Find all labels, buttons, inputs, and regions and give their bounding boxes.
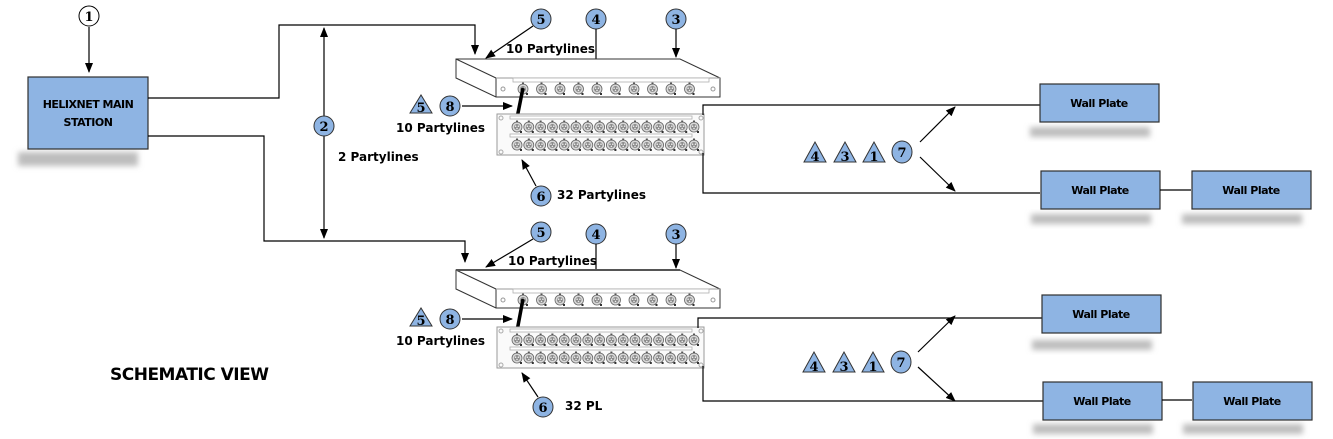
branch-arrow-down (917, 366, 956, 402)
trunk-line-lower (148, 135, 469, 263)
callout-7-label: 7 (896, 356, 905, 371)
wall-plate-3-shadow (1182, 214, 1302, 224)
branch-triangle-3 (832, 350, 856, 373)
output-line-lower (702, 366, 1043, 402)
branch-triangle-4 (802, 350, 826, 373)
patch-panel-32[interactable] (496, 326, 705, 369)
callout-6-circle (530, 185, 552, 207)
callout-5-arrow (485, 238, 534, 268)
callout-2-label: 2 (319, 120, 328, 135)
link-label: 10 Partylines (396, 121, 485, 135)
wall-plate-1-label: Wall Plate (1072, 308, 1130, 321)
output-line-lower (702, 153, 1040, 194)
wall-plate-2-shadow (1033, 424, 1153, 434)
branch-triangle-3-label: 3 (840, 150, 849, 165)
link-triangle-callout (409, 307, 433, 327)
wall-plate-3[interactable] (1191, 170, 1312, 210)
callout-5-label: 5 (536, 13, 545, 28)
wall-plate-1-shadow (1032, 340, 1152, 350)
callout-2-circle (313, 115, 335, 137)
wall-plate-2-label: Wall Plate (1071, 184, 1129, 197)
trunk-lines: 2 2 Partylines (148, 24, 479, 263)
branch-triangle-3-label: 3 (839, 360, 848, 375)
callout-8-circle (439, 308, 461, 330)
system-upper: 5 4 3 10 Partylines 5 8 10 Partylines (396, 8, 1312, 224)
branch-triangle-4-label: 4 (810, 150, 819, 165)
system-lower: 5 4 3 10 Partylines 5 8 10 Partylines (396, 221, 1313, 434)
callout-6-circle (532, 396, 554, 418)
callout-6-label: 6 (536, 190, 545, 205)
trunk-label: 2 Partylines (338, 150, 419, 164)
callout-8-circle (439, 95, 461, 117)
output-line-upper (697, 317, 1042, 328)
trunk-line-upper (148, 24, 479, 99)
patch-cable (515, 87, 525, 119)
wall-plate-2[interactable] (1042, 381, 1163, 421)
callout-3-label: 3 (671, 13, 680, 28)
callout-7-circle (891, 140, 913, 164)
callout-4-label: 4 (591, 13, 600, 28)
main-station-shadow (18, 152, 138, 166)
wall-plate-2[interactable] (1040, 170, 1161, 210)
callout-8-label: 8 (445, 313, 454, 328)
callout-6-label: 6 (538, 401, 547, 416)
branch-arrow-up (919, 106, 956, 143)
branch-triangle-4 (803, 140, 827, 163)
wall-plate-1[interactable] (1041, 294, 1162, 334)
callout-3-label: 3 (671, 228, 680, 243)
branch-triangle-4-label: 4 (809, 360, 818, 375)
callout-6-arrow (521, 159, 537, 187)
callout-5-circle (530, 8, 552, 30)
wall-plate-3-label: Wall Plate (1222, 184, 1280, 197)
link-label: 10 Partylines (396, 334, 485, 348)
callout-5-circle (530, 221, 552, 243)
wall-plate-3-shadow (1183, 424, 1303, 434)
callout-5-arrow (485, 25, 534, 59)
link-triangle-label: 5 (416, 314, 425, 329)
wall-plate-3[interactable] (1192, 381, 1313, 421)
output-line-upper (702, 104, 1040, 115)
wall-plate-2-label: Wall Plate (1073, 395, 1131, 408)
wall-plate-3-label: Wall Plate (1223, 395, 1281, 408)
branch-triangle-1 (862, 140, 886, 163)
branch-triangle-3 (833, 140, 857, 163)
branch-triangle-1 (861, 350, 885, 373)
patch-panel-32[interactable] (496, 113, 705, 156)
helixnet-top-unit[interactable] (455, 269, 721, 309)
diagram-title: SCHEMATIC VIEW (110, 365, 269, 385)
wall-plate-1-shadow (1030, 127, 1150, 137)
branch-triangle-1-label: 1 (869, 150, 878, 165)
panel-label: 32 Partylines (557, 188, 646, 202)
wall-plate-1-label: Wall Plate (1070, 97, 1128, 110)
main-station-label-line1: HELIXNET MAIN (43, 98, 134, 111)
branch-arrow-down (919, 156, 956, 192)
helixnet-top-unit[interactable] (455, 58, 721, 98)
callout-7-label: 7 (897, 146, 906, 161)
wall-plate-1[interactable] (1039, 83, 1160, 123)
link-triangle-callout (409, 94, 433, 114)
wall-plate-2-shadow (1031, 214, 1151, 224)
link-triangle-label: 5 (416, 101, 425, 116)
callout-7-circle (890, 350, 912, 374)
callout-5-label: 5 (536, 226, 545, 241)
main-station-label-line2: STATION (64, 116, 113, 129)
branch-triangle-1-label: 1 (868, 360, 877, 375)
main-station-group: 1 HELIXNET MAIN STATION (18, 5, 149, 166)
panel-label: 32 PL (565, 399, 603, 413)
callout-1-label: 1 (84, 10, 93, 25)
patch-cable (515, 298, 525, 332)
branch-arrow-up (917, 315, 956, 353)
top-unit-label: 10 Partylines (506, 42, 595, 56)
main-station-box[interactable] (27, 76, 149, 150)
callout-4-label: 4 (591, 228, 600, 243)
top-unit-label: 10 Partylines (508, 254, 597, 268)
callout-1-circle (78, 5, 100, 27)
callout-6-arrow (521, 372, 539, 398)
callout-8-label: 8 (445, 100, 454, 115)
